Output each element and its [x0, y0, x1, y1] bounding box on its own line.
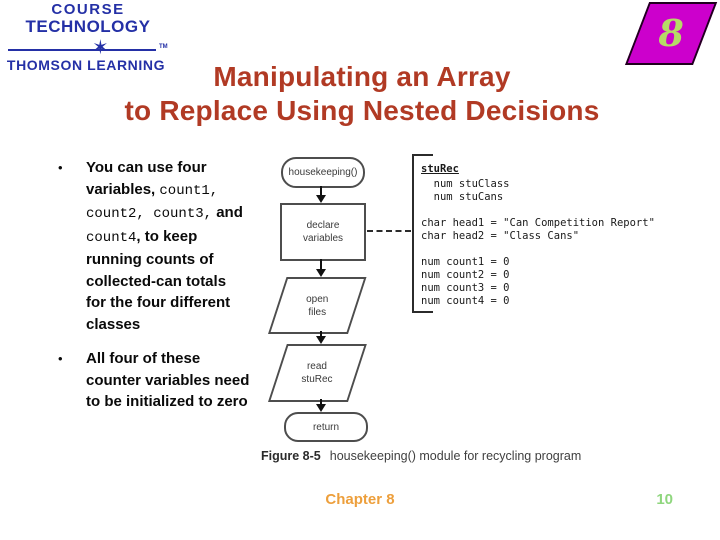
code-text-segment: count1, — [159, 182, 219, 199]
bullet-text: You can use four variables, count1, coun… — [86, 157, 250, 335]
slide-title: Manipulating an Array to Replace Using N… — [60, 60, 664, 128]
flowchart-io-read-sturec: read stuRec — [268, 344, 367, 402]
flow-arrow-line — [320, 331, 322, 337]
bullet-item: • You can use four variables, count1, cou… — [58, 157, 258, 335]
flowchart-process-declare-variables: declare variables — [280, 203, 366, 261]
figure-caption: Figure 8-5 housekeeping() module for recy… — [261, 449, 581, 463]
flowchart-io-open-files-label: open files — [306, 293, 329, 318]
logo-divider-line — [8, 49, 156, 51]
annotation-bracket — [412, 154, 414, 313]
trademark-symbol: TM — [159, 44, 168, 50]
publisher-logo: COURSE TECHNOLOGY ✶ TM THOMSON LEARNING — [4, 1, 172, 74]
flow-arrow-line — [320, 259, 322, 269]
flowchart-terminator-housekeeping: housekeeping() — [281, 157, 365, 188]
bullet-marker: • — [58, 351, 63, 366]
flow-arrow-line — [320, 186, 322, 196]
slide-number-badge: 8 — [625, 2, 718, 65]
bullet-text-segment: and — [212, 204, 243, 221]
slide-title-line2: to Replace Using Nested Decisions — [124, 95, 600, 126]
starburst-icon: ✶ — [92, 37, 109, 59]
annotation-record-name: stuRec — [421, 163, 459, 175]
annotation-declarations: num stuClass num stuCans char head1 = "C… — [421, 178, 655, 307]
flow-arrow-line — [320, 399, 322, 405]
flow-arrowhead-icon — [316, 404, 326, 412]
figure-caption-label: Figure 8-5 — [261, 449, 321, 463]
code-text-segment: count2, count3, — [86, 206, 213, 222]
flowchart-io-read-sturec-label: read stuRec — [301, 361, 333, 385]
annotation-bracket-bottom-tick — [412, 311, 433, 313]
code-text-segment: count4 — [86, 229, 137, 246]
logo-line-thomson: THOMSON LEARNING — [6, 57, 166, 73]
slide-title-line1: Manipulating an Array — [213, 61, 511, 92]
bullet-marker: • — [58, 160, 63, 175]
flow-arrowhead-icon — [316, 336, 326, 344]
bullet-item: • All four of these counter variables nee… — [58, 348, 258, 413]
flow-arrowhead-icon — [316, 269, 326, 277]
bullet-text: All four of these counter variables need… — [86, 348, 250, 413]
flowchart-io-open-files: open files — [268, 277, 367, 334]
logo-line-technology: TECHNOLOGY — [25, 17, 151, 36]
footer-page-number: 10 — [656, 491, 673, 508]
bullet-text-segment: , to keep running counts of collected-ca… — [86, 227, 231, 333]
bullet-text-segment: All four of these counter variables need… — [86, 350, 250, 410]
flow-arrowhead-icon — [316, 195, 326, 203]
logo-line-course: COURSE — [51, 1, 125, 18]
annotation-bracket-top-tick — [412, 154, 433, 156]
bullet-list: • You can use four variables, count1, cou… — [58, 157, 258, 426]
footer-chapter-label: Chapter 8 — [325, 491, 395, 508]
flowchart-terminator-return: return — [284, 412, 368, 442]
dashed-connector — [367, 230, 411, 232]
bullet-text-segment: You can use four variables, — [86, 159, 207, 198]
figure-caption-text: housekeeping() module for recycling prog… — [329, 449, 582, 463]
slide-number: 8 — [654, 11, 688, 55]
